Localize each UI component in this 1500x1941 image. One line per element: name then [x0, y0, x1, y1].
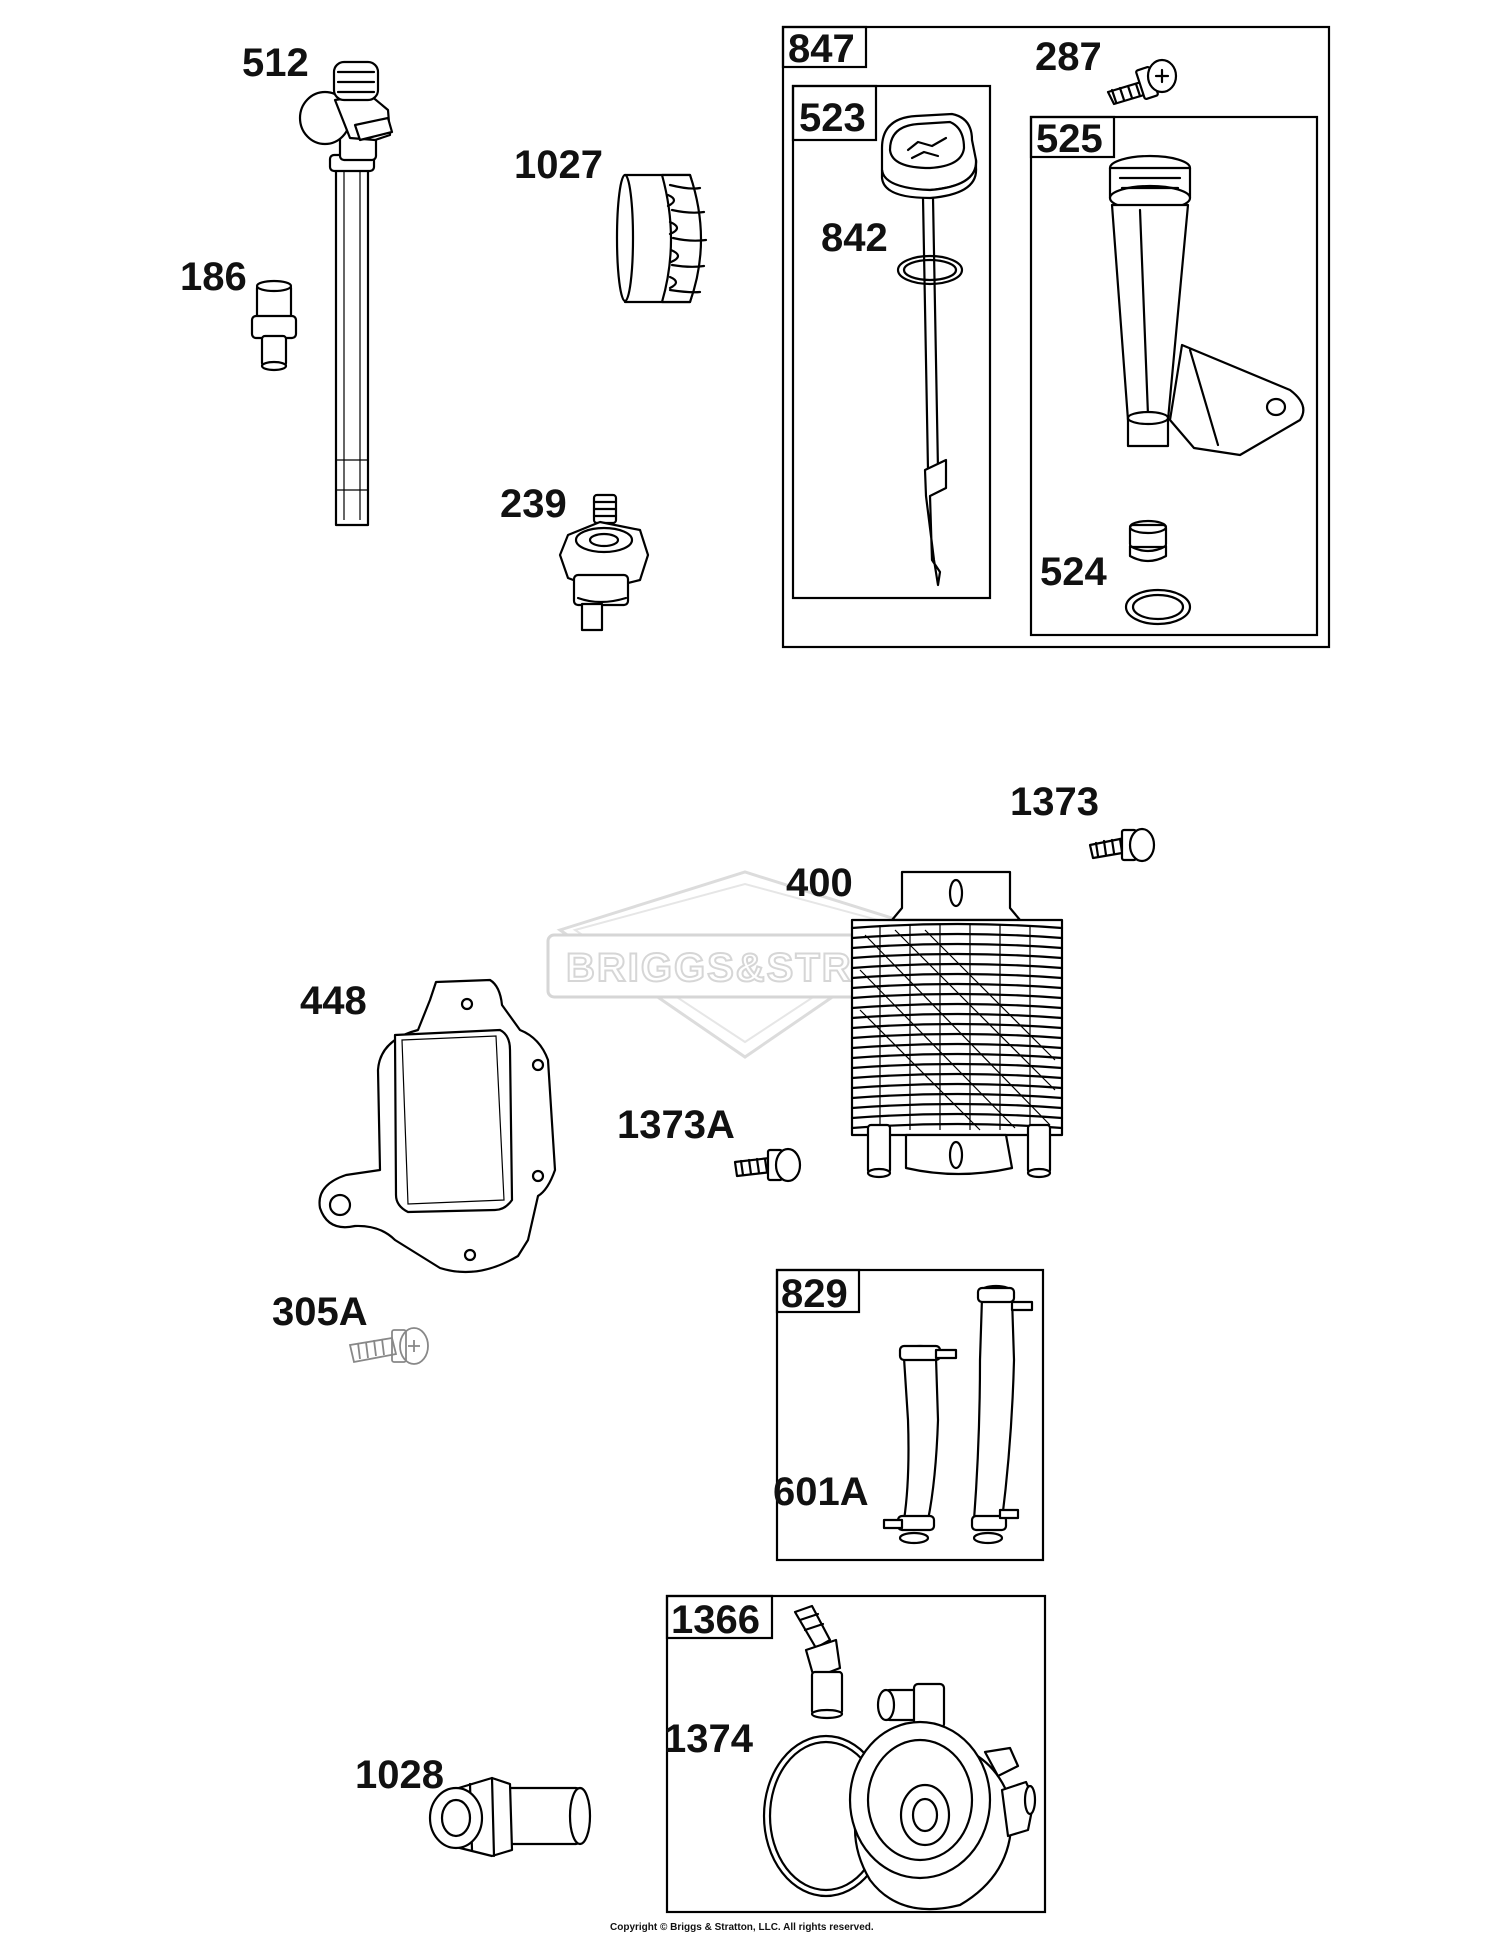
kit-box-829: 829 [775, 1268, 1045, 1562]
part-287-screw [1106, 58, 1178, 106]
label-186: 186 [180, 255, 247, 299]
part-239-oil-pressure-switch [558, 493, 650, 632]
label-1027: 1027 [514, 143, 603, 187]
label-287: 287 [1035, 35, 1102, 79]
label-1374: 1374 [664, 1717, 754, 1761]
part-labels: 512 186 1027 239 287 842 524 1373 400 44… [180, 35, 1107, 1797]
part-525-fill-tube [1108, 154, 1305, 563]
box-label-523: 523 [799, 96, 866, 140]
label-305A: 305A [272, 1290, 368, 1334]
label-1373: 1373 [1010, 780, 1099, 824]
box-label-1366: 1366 [671, 1598, 760, 1642]
cooler-fins [850, 922, 1064, 1131]
label-512: 512 [242, 41, 309, 85]
kit-box-1366: 1366 [665, 1594, 1047, 1914]
kit-box-847: 847 [781, 25, 1331, 649]
part-524-o-ring [1124, 588, 1192, 626]
kit-box-523: 523 [791, 84, 992, 600]
label-524: 524 [1040, 550, 1107, 594]
part-601A-hoses [882, 1284, 1034, 1545]
part-512-dipstick-tube [298, 60, 394, 527]
part-1373A-screw [733, 1147, 802, 1183]
label-448: 448 [300, 979, 367, 1023]
part-400-oil-cooler [850, 870, 1064, 1179]
box-label-847: 847 [788, 27, 855, 71]
part-305A-screw [348, 1327, 429, 1365]
part-186-fitting [250, 279, 298, 372]
copyright-notice: Copyright © Briggs & Stratton, LLC. All … [610, 1922, 874, 1933]
label-842: 842 [821, 216, 888, 260]
part-448-gasket [318, 978, 557, 1274]
part-1373-screw [1088, 827, 1156, 863]
part-842-dipstick [880, 112, 978, 587]
part-1028-fitting [428, 1776, 592, 1858]
part-1366-adapter [762, 1604, 1037, 1911]
brand-watermark: BRIGGS&STRATTON [546, 870, 996, 1059]
part-1027-oil-filter [615, 173, 708, 304]
box-label-829: 829 [781, 1272, 848, 1316]
label-400: 400 [786, 861, 853, 905]
label-1028: 1028 [355, 1753, 444, 1797]
label-601A: 601A [773, 1470, 869, 1514]
kit-box-525: 525 [1029, 115, 1319, 637]
label-239: 239 [500, 482, 567, 526]
label-1373A: 1373A [617, 1103, 735, 1147]
box-label-525: 525 [1036, 117, 1103, 161]
